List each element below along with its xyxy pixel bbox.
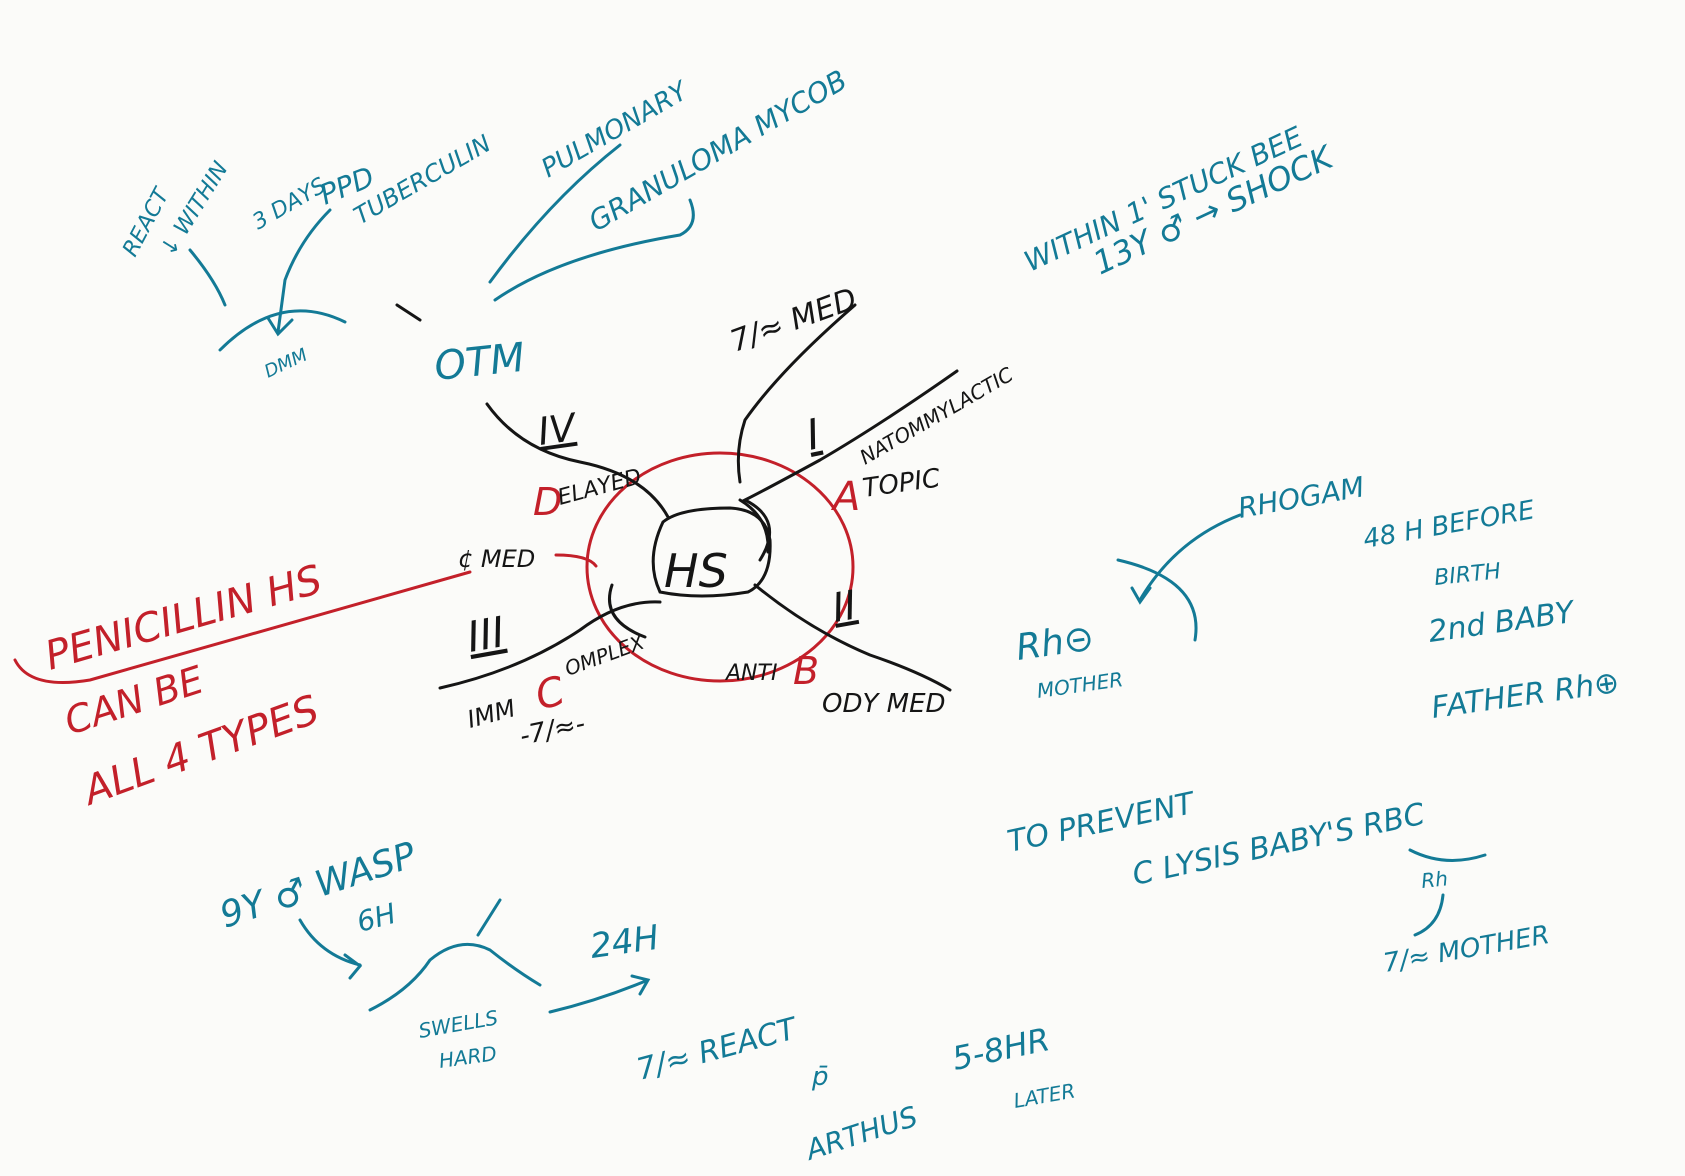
wasp-hours: 6H	[353, 897, 399, 939]
rbc-rh-line	[1413, 893, 1445, 937]
rhogam-label: RHOGAM	[1235, 470, 1366, 525]
type-3-sub: -7/≈-	[517, 709, 588, 752]
rh-mother: Rh⊝	[1014, 617, 1097, 668]
note-react-line	[188, 248, 227, 307]
type-3-prefix: IMM	[464, 694, 518, 734]
wasp-bump	[368, 942, 542, 1012]
type-2-name: ODY MED	[822, 689, 946, 719]
type-2-initial: B	[793, 649, 819, 693]
type-4-branch	[485, 402, 670, 519]
type-2-prefix: ANTI	[724, 661, 777, 686]
type-4-numeral: IV	[535, 405, 581, 454]
type-3-name: OMPLEX	[562, 629, 649, 680]
type-3-branch	[438, 600, 662, 690]
wasp-swells: SWELLS	[417, 1005, 500, 1043]
wasp-hard: HARD	[437, 1041, 498, 1073]
note-granuloma-line	[493, 198, 695, 302]
type-1-sub: NATOMMYLACTIC	[856, 362, 1018, 469]
rh-mother-sub: MOTHER	[1035, 667, 1124, 703]
wasp-arthus: ARTHUS	[800, 1100, 922, 1168]
type-1-name: TOPIC	[861, 463, 943, 504]
type-1-initial: A	[830, 474, 860, 520]
rhogam-line1: 48 H BEFORE	[1361, 495, 1537, 555]
type-2-branch	[753, 583, 952, 692]
note-dmm: DMM	[261, 344, 311, 382]
wasp-p: p̄	[811, 1062, 829, 1092]
rhogam-arc	[1116, 558, 1198, 642]
wasp-time: 5-8HR	[949, 1020, 1053, 1078]
type-3-branch-b	[607, 583, 647, 639]
wasp-24h-arrow	[548, 974, 651, 1014]
rhogam-prevent1: TO PREVENT	[1004, 786, 1199, 860]
type-1-branch-b	[741, 369, 959, 562]
type-1-label: 7/≈ MED	[726, 282, 862, 360]
type-4-sub-line	[554, 553, 598, 568]
center-red-circle	[585, 451, 855, 683]
note-dmm-arc	[218, 309, 347, 352]
type-1-numeral: I	[802, 409, 824, 460]
rhogam-arrow	[1130, 513, 1242, 605]
rbc-type2-mother: 7/≈ MOTHER	[1381, 920, 1552, 979]
note-granuloma: GRANULOMA MYCOB	[583, 63, 853, 238]
type-1-tick	[738, 498, 770, 554]
type-4-initial: D	[533, 480, 562, 524]
wasp-later: LATER	[1012, 1079, 1077, 1113]
wasp-react: 7/≈ REACT	[633, 1011, 803, 1088]
center-label: HS	[664, 544, 728, 598]
wasp-24h: 24H	[588, 918, 662, 967]
type-4-sub: ¢ MED	[458, 545, 535, 573]
rhogam-line3: 2nd BABY	[1426, 595, 1578, 650]
type-3-numeral: III	[463, 607, 508, 662]
rhogam-line4: FATHER Rh⊕	[1429, 665, 1621, 726]
wasp-arrow	[298, 918, 363, 980]
type-4-label: OTM	[432, 335, 527, 390]
rhogam-line2: BIRTH	[1433, 559, 1502, 591]
penicillin-underline	[13, 570, 472, 684]
rbc-rh: Rh	[1420, 866, 1449, 893]
type-1-branch-a	[736, 303, 857, 484]
note-pulmonary-line	[488, 143, 622, 284]
type-4-name: ELAYED	[555, 465, 644, 511]
wasp-tick	[476, 898, 502, 937]
rbc-arc	[1408, 848, 1487, 862]
center-box	[651, 506, 772, 598]
note-ppd-arrow	[266, 208, 332, 337]
note-otm-tick	[395, 303, 422, 322]
